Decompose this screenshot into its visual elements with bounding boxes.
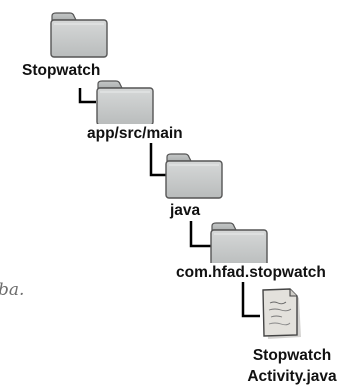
folder-icon bbox=[50, 12, 108, 58]
connector-package-to-file bbox=[241, 282, 260, 318]
folder-icon bbox=[165, 153, 223, 199]
connector-app-to-java bbox=[149, 143, 167, 177]
folder-icon bbox=[96, 80, 154, 126]
folder-label-app-src-main: app/src/main bbox=[86, 124, 184, 143]
folder-icon bbox=[210, 222, 268, 268]
java-file-icon bbox=[262, 288, 301, 339]
connector-java-to-package bbox=[189, 221, 212, 248]
file-label: Stopwatch Activity.java bbox=[228, 345, 356, 387]
folder-label-stopwatch: Stopwatch bbox=[21, 61, 102, 80]
connector-stopwatch-to-app bbox=[78, 88, 96, 104]
file-label-line2: Activity.java bbox=[247, 368, 337, 385]
margin-note: ba. bbox=[0, 280, 25, 300]
folder-label-com-hfad-stopwatch: com.hfad.stopwatch bbox=[175, 263, 327, 282]
file-label-line1: Stopwatch bbox=[252, 347, 332, 364]
folder-label-java: java bbox=[169, 201, 202, 220]
